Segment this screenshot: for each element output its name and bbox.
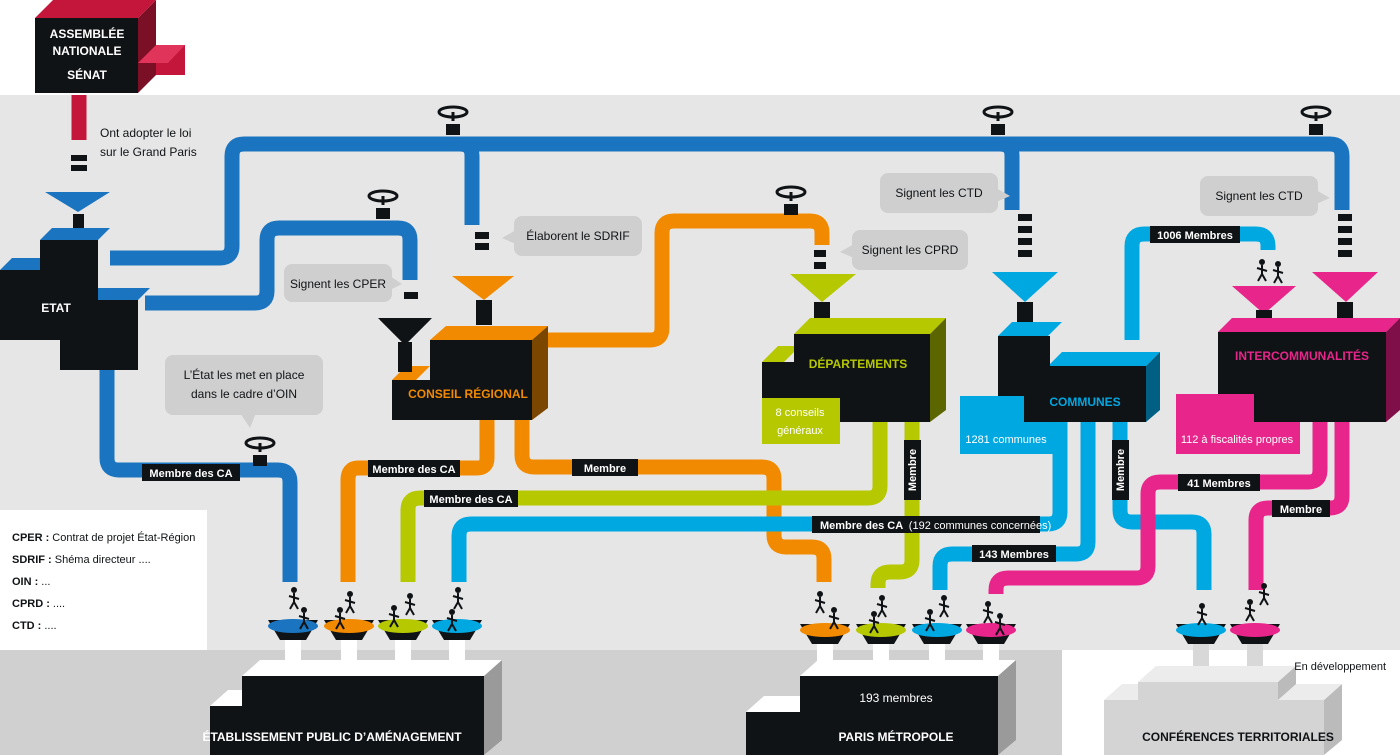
legend-item: CPER :Contrat de projet État-Région xyxy=(12,531,195,544)
bubble-cprd: Signent les CPRD xyxy=(840,230,968,270)
pipe-label-membre-ca-region: Membre des CA xyxy=(372,464,455,476)
conferences-label: CONFÉRENCES TERRITORIALES xyxy=(1142,729,1334,744)
en-developpement-note: En développement xyxy=(1294,661,1386,673)
pipe-label-membre-dept-vertical: Membre xyxy=(907,449,919,491)
pipe-state-cper xyxy=(145,220,418,311)
departements-label: DÉPARTEMENTS xyxy=(809,356,907,371)
pipe-label-membre-interco: Membre xyxy=(1280,504,1322,516)
legend-item: SDRIF :Shéma directeur .... xyxy=(12,554,151,566)
departements-box: DÉPARTEMENTS 8 conseils généraux xyxy=(762,274,946,444)
legend: CPER :Contrat de projet État-Région SDRI… xyxy=(12,531,195,632)
bubble-oin: L’État les met en place dans le cadre d’… xyxy=(165,355,323,428)
bubble-cper: Signent les CPER xyxy=(284,264,402,302)
etat-label: ETAT xyxy=(41,301,71,315)
pipe-label-bg xyxy=(1178,474,1260,491)
communes-label: COMMUNES xyxy=(1049,395,1120,409)
pipe-label-membre-ca-dept: Membre des CA xyxy=(429,494,512,506)
valve-icon xyxy=(1300,105,1332,135)
pipe-state-right-drop xyxy=(999,136,1020,210)
conseil-regional-label: CONSEIL RÉGIONAL xyxy=(408,386,528,401)
legend-item: OIN :... xyxy=(12,576,50,588)
conferences-box: CONFÉRENCES TERRITORIALES xyxy=(1104,666,1342,755)
pipe-label-bg xyxy=(812,516,1040,533)
bubble-cprd-text: Signent les CPRD xyxy=(862,243,959,257)
pipe-interco-paris xyxy=(988,420,1328,598)
pipe-label-membre-communes-vertical: Membre xyxy=(1115,449,1127,491)
interco-count: 112 à fiscalités propres xyxy=(1181,434,1294,446)
departements-count-1: 8 conseils xyxy=(776,407,825,419)
pipe-label-bg xyxy=(424,490,518,507)
epa-label: ÉTABLISSEMENT PUBLIC D’AMÉNAGEMENT xyxy=(202,729,462,744)
pipe-region-paris xyxy=(514,420,832,582)
pipe-dept-epa xyxy=(400,420,888,582)
bubble-ctd-interco: Signent les CTD xyxy=(1200,176,1330,216)
etat-box: ETAT xyxy=(0,192,150,370)
funnels-conferences xyxy=(1176,582,1280,676)
valve-icon xyxy=(437,105,469,135)
bubble-sdrif: Élaborent le SDRIF xyxy=(502,216,642,256)
pipe-label-membre-ca-communes: Membre des CA (192 communes concernées) xyxy=(820,520,1051,532)
bubble-ctd-interco-text: Signent les CTD xyxy=(1215,189,1303,203)
bubble-oin-text-2: dans le cadre d’OIN xyxy=(191,387,297,401)
parliament-label-2: NATIONALE xyxy=(52,44,121,58)
law-note-2: sur le Grand Paris xyxy=(100,145,197,159)
pipe-label-bg xyxy=(1272,500,1330,517)
pipe-label-bg xyxy=(1112,440,1129,500)
paris-metropole-count: 193 membres xyxy=(859,691,932,705)
pipe-label-membre-ca-communes-detail: (192 communes concernées) xyxy=(909,520,1051,532)
bubble-cper-text: Signent les CPER xyxy=(290,277,386,291)
pipe-label-bg xyxy=(904,440,921,500)
pipe-communes-conf xyxy=(1112,420,1212,590)
pipe-label-membre-ca-etat: Membre des CA xyxy=(149,468,232,480)
paris-metropole-label: PARIS MÉTROPOLE xyxy=(838,729,953,744)
pipe-label-bg xyxy=(368,460,460,477)
pipe-label-41-membres: 41 Membres xyxy=(1187,478,1251,490)
pipe-label-membre-ca-communes-main: Membre des CA xyxy=(820,520,903,532)
parliament-label-1: ASSEMBLÉE xyxy=(50,26,125,41)
law-note-1: Ont adopter le loi xyxy=(100,126,191,140)
pipe-label-1006-membres: 1006 Membres xyxy=(1157,230,1233,242)
pipe-label-bg xyxy=(572,459,638,476)
bubble-oin-text-1: L’État les met en place xyxy=(184,367,305,382)
bubble-ctd-communes: Signent les CTD xyxy=(880,173,1010,213)
bubble-ctd-communes-text: Signent les CTD xyxy=(895,186,983,200)
pipe-communes-epa xyxy=(451,420,1068,582)
departements-count-2: généraux xyxy=(777,425,823,437)
intercommunalites-label: INTERCOMMUNALITÉS xyxy=(1235,348,1369,363)
bubble-sdrif-text: Élaborent le SDRIF xyxy=(526,228,629,243)
pipe-label-bg xyxy=(972,545,1056,562)
legend-item: CPRD :.... xyxy=(12,598,65,610)
pipe-state-main xyxy=(110,136,1350,266)
valve-icon xyxy=(367,189,399,219)
valve-icon xyxy=(982,105,1014,135)
paris-metropole-box: 193 membres PARIS MÉTROPOLE xyxy=(746,660,1016,755)
pipe-dept-paris xyxy=(870,420,920,592)
pipe-label-bg xyxy=(1150,226,1240,243)
valve-icon xyxy=(244,436,276,466)
communes-box: COMMUNES 1281 communes xyxy=(960,272,1160,454)
pipe-label-bg xyxy=(142,464,240,481)
legend-panel xyxy=(0,510,207,650)
pipe-state-sdrif-drop xyxy=(459,136,480,225)
epa-box: ÉTABLISSEMENT PUBLIC D’AMÉNAGEMENT xyxy=(202,660,502,755)
pipe-region-to-cprd xyxy=(545,213,830,348)
parliament-label-3: SÉNAT xyxy=(67,67,107,82)
communes-count: 1281 communes xyxy=(965,434,1047,446)
legend-item: CTD :.... xyxy=(12,620,57,632)
pipe-label-143-membres: 143 Membres xyxy=(979,549,1049,561)
intercommunalites-box: INTERCOMMUNALITÉS 112 à fiscalités propr… xyxy=(1176,272,1400,454)
parliament-box: ASSEMBLÉE NATIONALE SÉNAT xyxy=(35,0,185,93)
pipe-label-membre-region: Membre xyxy=(584,463,626,475)
valve-icon xyxy=(775,185,807,215)
